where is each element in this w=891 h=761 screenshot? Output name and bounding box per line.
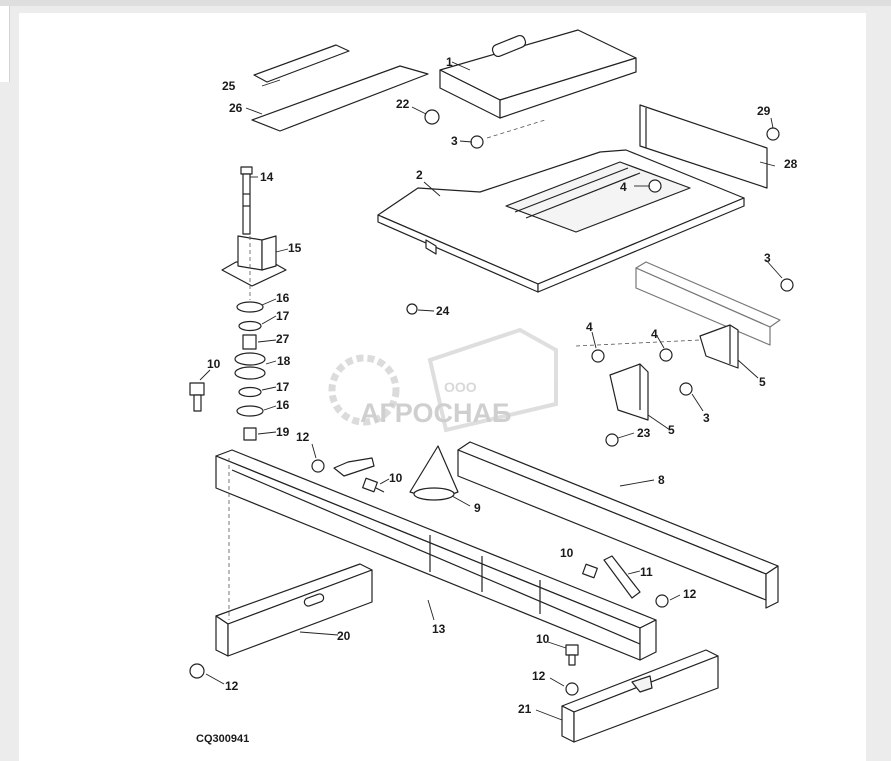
part-bracket-small: [333, 457, 375, 477]
part-rear-bracket: [635, 261, 781, 346]
part-floor-plate-2: [377, 149, 745, 293]
part-nut-12-top: [311, 459, 325, 473]
callout-5-left: 5: [668, 423, 675, 437]
callout-12-bottom: 12: [225, 679, 239, 693]
part-bracket-21: [561, 649, 719, 743]
callout-19: 19: [276, 425, 290, 439]
callout-11: 11: [640, 565, 653, 579]
part-strap-11: [603, 555, 641, 599]
part-nut-4-left: [591, 349, 605, 363]
callout-9: 9: [474, 501, 481, 515]
part-24: [406, 303, 418, 315]
callout-12-top: 12: [296, 430, 310, 444]
part-bolt-3-mid: [679, 382, 693, 396]
callout-3-top: 3: [451, 134, 458, 148]
part-bolt-10-right: [582, 563, 598, 579]
part-bracket-5-right: [699, 324, 739, 369]
part-rail-8: [457, 441, 779, 609]
part-bolt-3-right: [780, 278, 794, 292]
callout-25: 25: [222, 79, 236, 93]
part-strip-26: [251, 65, 429, 132]
callout-8: 8: [658, 473, 665, 487]
callout-16-bottom: 16: [276, 398, 290, 412]
callout-2: 2: [416, 168, 423, 182]
callout-16-top: 16: [276, 291, 290, 305]
part-bracket-5-left: [609, 363, 649, 421]
callout-10-center: 10: [389, 471, 403, 485]
part-mount-15: [221, 235, 287, 287]
watermark-line1: ООО: [444, 379, 477, 395]
callout-29: 29: [757, 104, 771, 118]
part-nut-12-right: [655, 594, 669, 608]
callout-14: 14: [260, 170, 274, 184]
part-bolt-10-left: [189, 382, 205, 412]
callout-24: 24: [436, 304, 450, 318]
callout-4-top: 4: [620, 180, 627, 194]
callout-12-lower: 12: [532, 669, 546, 683]
part-stack: [234, 301, 266, 441]
part-panel-28: [639, 104, 768, 189]
callout-20: 20: [337, 629, 351, 643]
callout-4-mid: 4: [651, 327, 658, 341]
part-mount-9: [409, 445, 459, 501]
callout-26: 26: [229, 101, 243, 115]
callout-23: 23: [637, 426, 651, 440]
part-bolt-10-bottom: [565, 644, 579, 666]
callout-17-bottom: 17: [276, 380, 290, 394]
callout-labels: 1 2 3 3 3 4 4 4 5 5 8 9 10 10 10 10 11 1…: [207, 55, 798, 716]
callout-10-right: 10: [560, 546, 574, 560]
callout-27: 27: [276, 332, 290, 346]
callout-22: 22: [396, 97, 410, 111]
callout-15: 15: [288, 241, 302, 255]
part-nut-4-top: [648, 179, 662, 193]
callout-21: 21: [518, 702, 532, 716]
part-bracket-20: [215, 563, 373, 657]
part-bolt-3-top: [470, 135, 484, 149]
callout-12-right: 12: [683, 587, 697, 601]
callout-10-bottom: 10: [536, 632, 550, 646]
callout-17-top: 17: [276, 309, 290, 323]
part-bolt-29: [766, 127, 780, 141]
part-bolt-14: [240, 166, 253, 235]
callout-28: 28: [784, 157, 798, 171]
part-nut-12-bottom: [189, 663, 205, 679]
callout-10-left: 10: [207, 357, 221, 371]
part-nut-22: [424, 109, 440, 125]
part-nut-4-mid: [659, 348, 673, 362]
watermark-logo: ООО АГРОСНАБ: [328, 327, 558, 433]
callout-4-left: 4: [586, 320, 593, 334]
part-bolt-10-center: [362, 477, 385, 493]
part-frame-13: [215, 449, 657, 661]
callout-5-right: 5: [759, 375, 766, 389]
watermark-line2: АГРОСНАБ: [360, 398, 511, 428]
left-panel-edge: [0, 6, 10, 82]
callout-18: 18: [277, 354, 291, 368]
callout-13: 13: [432, 622, 446, 636]
callout-3-right: 3: [764, 251, 771, 265]
callout-1: 1: [446, 55, 453, 69]
part-bolt-23: [605, 433, 619, 447]
figure-code: CQ300941: [196, 733, 249, 745]
part-strip-25: [253, 44, 350, 83]
part-cover-1: [439, 29, 637, 119]
top-bar: [0, 0, 891, 6]
callout-3-mid: 3: [703, 411, 710, 425]
part-nut-12-lower: [565, 682, 579, 696]
